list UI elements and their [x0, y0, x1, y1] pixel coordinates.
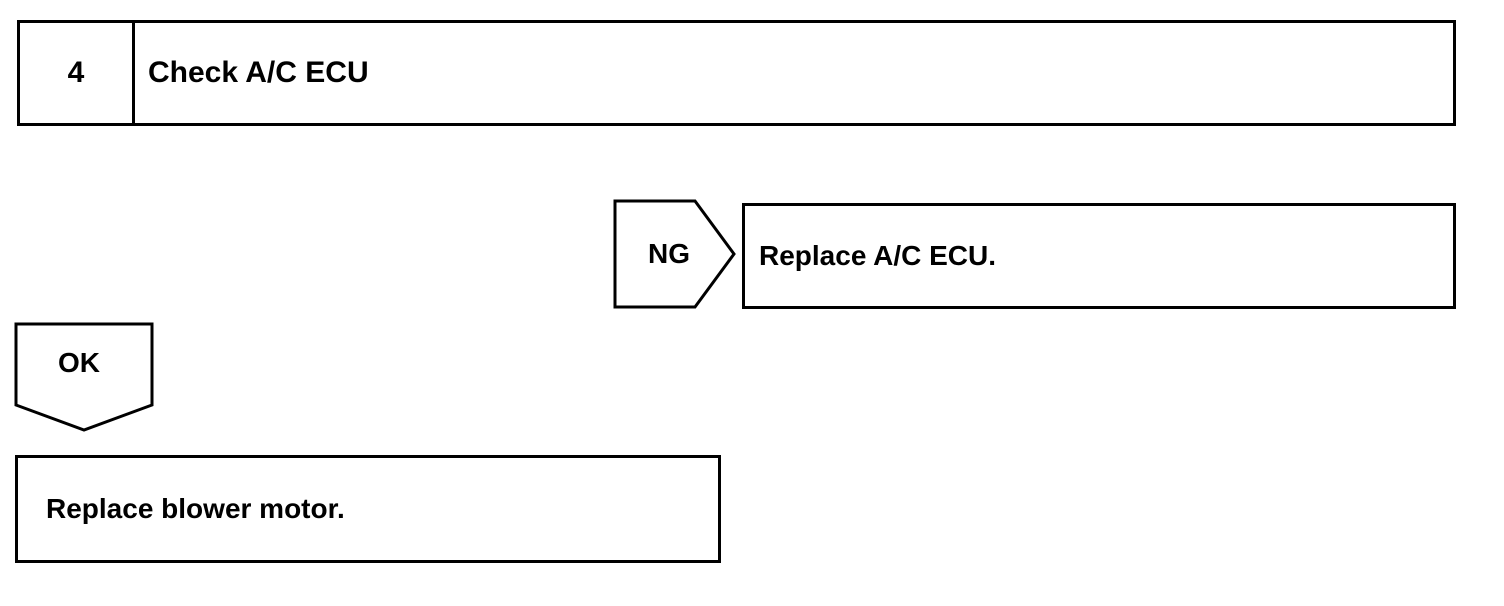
- step-title: Check A/C ECU: [148, 56, 369, 89]
- ok-action-box: Replace blower motor.: [15, 455, 721, 563]
- ng-arrow-tag: [613, 199, 736, 309]
- ng-action-box: Replace A/C ECU.: [742, 203, 1456, 309]
- step-number: 4: [20, 23, 135, 123]
- ok-tag-label: OK: [58, 347, 100, 378]
- ng-tag-label: NG: [648, 238, 690, 269]
- ok-action-label: Replace blower motor.: [46, 493, 345, 524]
- ng-action-label: Replace A/C ECU.: [759, 240, 997, 271]
- step-header: 4 Check A/C ECU: [17, 20, 1456, 126]
- ok-arrow-tag: [14, 322, 154, 432]
